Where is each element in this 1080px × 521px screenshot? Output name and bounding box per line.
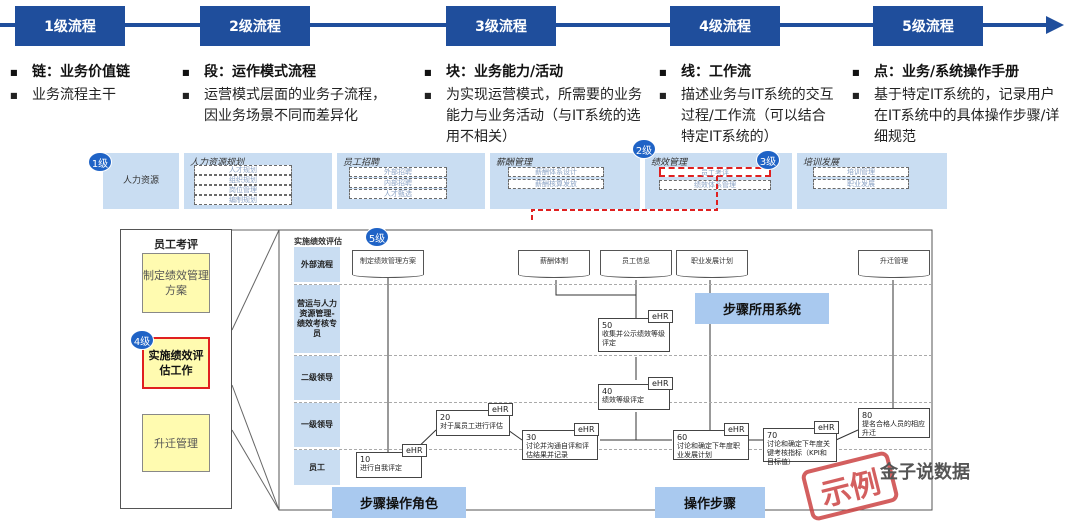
strip-group-payroll: 薪酬管理 薪酬体系设计 薪酬核算发放 bbox=[490, 153, 640, 209]
strip-item: 绩效体系管理 bbox=[659, 180, 771, 190]
hr-label: 人力资源 bbox=[122, 176, 159, 186]
strip-group-training: 培训发展 培训管理 职业发展 bbox=[797, 153, 947, 209]
box-promotion: 升迁管理 bbox=[142, 414, 210, 472]
step-text: 收集并公示绩效等级评定 bbox=[602, 330, 665, 347]
column-heading: 链：业务价值链 bbox=[10, 62, 170, 83]
step-number: 60 bbox=[677, 433, 688, 442]
watermark: 金子说数据 bbox=[880, 462, 970, 483]
column-bullet: 描述业务与IT系统的交互过程/工作流（可以结合特定IT系统的） bbox=[659, 85, 839, 148]
system-tag: eHR bbox=[648, 310, 673, 323]
column-heading: 块：业务能力/活动 bbox=[424, 62, 642, 83]
badge-level-3: 3级 bbox=[756, 150, 780, 170]
step-number: 10 bbox=[360, 455, 371, 464]
step-text: 对于属员工进行评估 bbox=[440, 422, 503, 430]
lane-hr-specialist: 营运与人力资源管理-绩效考核专员 bbox=[294, 285, 340, 353]
strip-item: 人才规划 bbox=[194, 165, 292, 175]
strip-item: 培训管理 bbox=[813, 167, 909, 177]
column-bullet: 运营模式层面的业务子流程，因业务场景不同而差异化 bbox=[182, 85, 392, 127]
hr-level1-box: 人力资源 bbox=[103, 153, 179, 209]
step-text: 提名合格人员的相应升迁 bbox=[862, 420, 925, 437]
step-number: 20 bbox=[440, 413, 451, 422]
badge-level-1: 1级 bbox=[88, 152, 112, 172]
strip-item: 编制规划 bbox=[194, 195, 292, 205]
column-heading: 线：工作流 bbox=[659, 62, 839, 83]
lane-first-leader: 一级领导 bbox=[294, 403, 340, 447]
flow-title: 实施绩效评估 bbox=[294, 237, 342, 246]
level-4-label: 4级流程 bbox=[670, 6, 780, 46]
header-arrow-head bbox=[1046, 16, 1064, 34]
system-tag: eHR bbox=[488, 403, 513, 416]
callout-role: 步骤操作角色 bbox=[332, 487, 466, 518]
column-bullet: 业务流程主干 bbox=[10, 85, 170, 106]
system-tag: eHR bbox=[648, 377, 673, 390]
lane-divider bbox=[294, 284, 932, 285]
level-3-label: 3级流程 bbox=[446, 6, 556, 46]
step-number: 80 bbox=[862, 411, 873, 420]
strip-item-highlight: 员工考评 bbox=[659, 167, 771, 177]
strip-item: 组织规划 bbox=[194, 175, 292, 185]
strip-item: 薪酬核算发放 bbox=[508, 179, 604, 189]
step-text: 绩效等级评定 bbox=[602, 396, 644, 404]
box-implement-evaluation: 实施绩效评估工作 bbox=[142, 337, 210, 389]
column-chain: 链：业务价值链 业务流程主干 bbox=[10, 62, 170, 106]
external-employee-info: 员工信息 bbox=[600, 250, 672, 278]
left-panel-title: 员工考评 bbox=[154, 238, 198, 251]
step-number: 40 bbox=[602, 387, 613, 396]
external-make-plan: 制定绩效管理方案 bbox=[352, 250, 424, 278]
external-payroll: 薪酬体制 bbox=[518, 250, 590, 278]
badge-level-2: 2级 bbox=[632, 139, 656, 159]
strip-item: 外部招聘 bbox=[349, 167, 447, 177]
column-block: 块：业务能力/活动 为实现运营模式，所需要的业务能力与业务活动（与IT系统的选用… bbox=[424, 62, 642, 148]
column-point: 点：业务/系统操作手册 基于特定IT系统的，记录用户在IT系统中的具体操作步骤/… bbox=[852, 62, 1062, 148]
lane-employee: 员工 bbox=[294, 450, 340, 485]
strip-item: 内部招聘 bbox=[349, 178, 447, 188]
level-2-label: 2级流程 bbox=[200, 6, 310, 46]
step-text: 讨论和确定下年度关键考核指标（KPI和目标值） bbox=[767, 440, 830, 466]
badge-level-4: 4级 bbox=[130, 330, 154, 350]
system-tag: eHR bbox=[814, 421, 839, 434]
callout-step: 操作步骤 bbox=[655, 487, 765, 518]
step-number: 70 bbox=[767, 431, 778, 440]
strip-group-title: 培训发展 bbox=[803, 158, 840, 168]
step-text: 讨论并沟通自评和评估结果并记录 bbox=[526, 442, 589, 459]
lane-second-leader: 二级领导 bbox=[294, 356, 340, 400]
step-number: 50 bbox=[602, 321, 613, 330]
lane-external: 外部流程 bbox=[294, 247, 340, 282]
strip-item: 职业发展 bbox=[813, 179, 909, 189]
strip-item: 薪酬体系设计 bbox=[508, 167, 604, 177]
strip-group-performance: 绩效管理 员工考评 绩效体系管理 bbox=[645, 153, 792, 209]
lane-divider bbox=[294, 449, 932, 450]
system-tag: eHR bbox=[574, 423, 599, 436]
strip-group-title: 薪酬管理 bbox=[496, 158, 533, 168]
box-make-plan: 制定绩效管理方案 bbox=[142, 253, 210, 313]
column-bullet: 基于特定IT系统的，记录用户在IT系统中的具体操作步骤/详细规范 bbox=[852, 85, 1062, 148]
strip-item: 岗位管理 bbox=[194, 185, 292, 195]
external-career-plan: 职业发展计划 bbox=[676, 250, 748, 278]
column-segment: 段：运作模式流程 运营模式层面的业务子流程，因业务场景不同而差异化 bbox=[182, 62, 392, 127]
level-5-label: 5级流程 bbox=[873, 6, 983, 46]
column-heading: 段：运作模式流程 bbox=[182, 62, 392, 83]
external-promotion: 升迁管理 bbox=[858, 250, 930, 278]
level-1-label: 1级流程 bbox=[15, 6, 125, 46]
strip-item: 人才甄选 bbox=[349, 189, 447, 199]
strip-group-planning: 人力资源规划 人才规划 组织规划 岗位管理 编制规划 bbox=[184, 153, 332, 209]
column-bullet: 为实现运营模式，所需要的业务能力与业务活动（与IT系统的选用不相关） bbox=[424, 85, 642, 148]
system-tag: eHR bbox=[724, 423, 749, 436]
callout-system: 步骤所用系统 bbox=[695, 293, 829, 324]
step-text: 进行自我评定 bbox=[360, 464, 402, 472]
system-tag: eHR bbox=[402, 444, 427, 457]
column-line: 线：工作流 描述业务与IT系统的交互过程/工作流（可以结合特定IT系统的） bbox=[659, 62, 839, 148]
column-heading: 点：业务/系统操作手册 bbox=[852, 62, 1062, 83]
lane-divider bbox=[294, 355, 932, 356]
step-number: 30 bbox=[526, 433, 537, 442]
badge-level-5: 5级 bbox=[365, 227, 389, 247]
strip-group-title: 员工招聘 bbox=[343, 158, 380, 168]
strip-group-title: 人力资源规划 bbox=[190, 158, 245, 168]
strip-group-title: 绩效管理 bbox=[651, 158, 688, 168]
step-text: 讨论和确定下年度职业发展计划 bbox=[677, 442, 740, 459]
strip-group-recruit: 员工招聘 外部招聘 内部招聘 人才甄选 bbox=[337, 153, 485, 209]
